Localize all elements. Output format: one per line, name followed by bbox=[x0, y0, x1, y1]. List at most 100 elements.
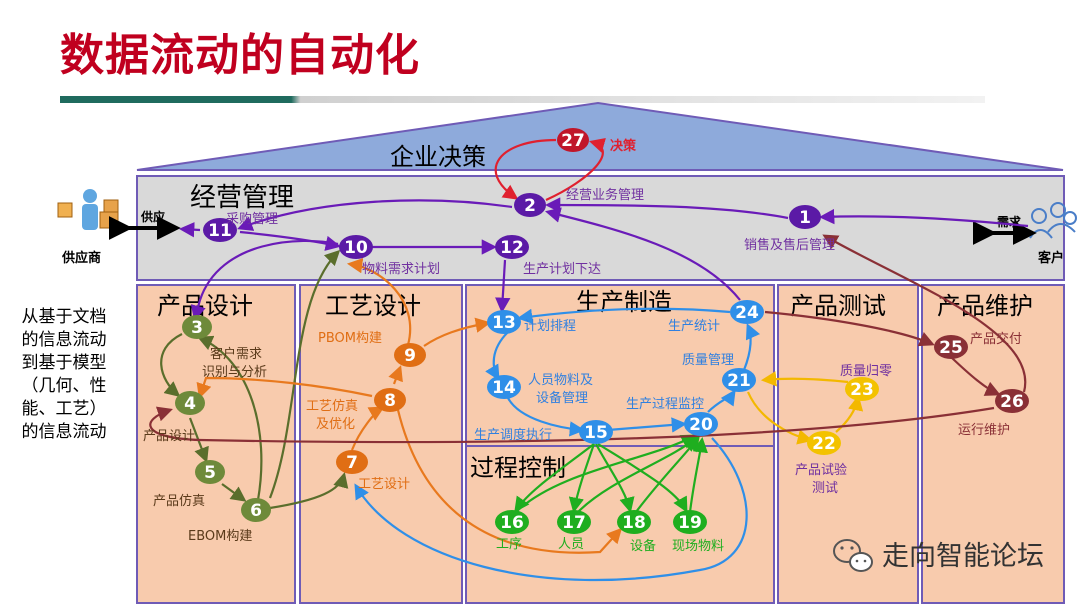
node-4: 4 bbox=[175, 391, 205, 415]
label-node-16: 工序 bbox=[496, 537, 522, 552]
node-15: 15 bbox=[579, 420, 613, 444]
side-note-line: 能、工艺） bbox=[21, 399, 107, 419]
svg-text:25: 25 bbox=[939, 338, 963, 358]
node-17: 17 bbox=[557, 510, 591, 534]
label-node-25: 产品交付 bbox=[970, 331, 1022, 347]
label-node-8-a: 工艺仿真 bbox=[306, 399, 358, 414]
side-note-line: 的信息流动 bbox=[21, 422, 107, 442]
node-7: 7 bbox=[336, 450, 368, 474]
label-node-14-b: 设备管理 bbox=[536, 390, 588, 406]
node-9: 9 bbox=[394, 343, 426, 367]
node-12: 12 bbox=[495, 235, 529, 259]
svg-text:13: 13 bbox=[492, 313, 516, 333]
side-note: 从基于文档 的信息流动 到基于模型 （几何、性 能、工艺） 的信息流动 bbox=[8, 306, 120, 444]
node-21: 21 bbox=[722, 368, 756, 392]
label-node-10: 物料需求计划 bbox=[362, 262, 440, 277]
svg-text:10: 10 bbox=[344, 238, 368, 258]
label-node-4: 产品设计 bbox=[143, 429, 195, 444]
svg-text:6: 6 bbox=[250, 501, 262, 521]
supplier-label: 供应商 bbox=[61, 250, 101, 266]
label-node-15: 生产调度执行 bbox=[474, 427, 552, 443]
node-11: 11 bbox=[203, 218, 237, 242]
svg-text:18: 18 bbox=[622, 513, 646, 533]
label-node-2: 经营业务管理 bbox=[566, 187, 644, 203]
label-node-11: 采购管理 bbox=[226, 211, 278, 227]
product-design-label: 产品设计 bbox=[157, 292, 253, 320]
roof bbox=[136, 101, 1064, 171]
svg-text:11: 11 bbox=[208, 221, 232, 241]
node-27: 27 bbox=[557, 128, 589, 152]
svg-text:23: 23 bbox=[850, 380, 874, 400]
node-14: 14 bbox=[487, 375, 521, 399]
label-node-27: 决策 bbox=[610, 138, 637, 154]
node-26: 26 bbox=[995, 389, 1029, 413]
node-19: 19 bbox=[673, 510, 707, 534]
svg-text:3: 3 bbox=[191, 318, 203, 338]
node-24: 24 bbox=[730, 300, 764, 324]
label-node-3-b: 识别与分析 bbox=[202, 365, 267, 380]
label-node-5: 产品仿真 bbox=[153, 494, 205, 509]
node-3: 3 bbox=[182, 315, 212, 339]
label-node-19: 现场物料 bbox=[672, 539, 724, 554]
label-node-7: 工艺设计 bbox=[358, 477, 410, 492]
footer-brand: 走向智能论坛 bbox=[882, 541, 1044, 572]
label-node-13: 计划排程 bbox=[524, 319, 576, 334]
svg-text:5: 5 bbox=[204, 463, 216, 483]
svg-text:1: 1 bbox=[799, 208, 811, 228]
side-note-line: （几何、性 bbox=[21, 376, 107, 396]
svg-text:20: 20 bbox=[689, 415, 713, 435]
svg-text:22: 22 bbox=[812, 434, 836, 454]
label-node-22-b: 测试 bbox=[812, 481, 838, 496]
side-note-line: 的信息流动 bbox=[21, 330, 107, 350]
label-node-17: 人员 bbox=[558, 537, 584, 552]
node-labels: 决策 经营业务管理 销售及售后管理 采购管理 物料需求计划 生产计划下达 客户需… bbox=[143, 138, 1022, 554]
node-10: 10 bbox=[339, 235, 373, 259]
label-node-1: 销售及售后管理 bbox=[744, 237, 835, 253]
svg-text:16: 16 bbox=[500, 513, 524, 533]
label-node-14-a: 人员物料及 bbox=[528, 373, 593, 388]
label-node-3-a: 客户需求 bbox=[210, 346, 262, 362]
flow-connectors bbox=[149, 137, 1029, 582]
svg-text:27: 27 bbox=[561, 131, 585, 151]
label-node-22-a: 产品试验 bbox=[795, 462, 847, 478]
node-2: 2 bbox=[514, 193, 546, 217]
demand-label: 需求 bbox=[997, 214, 1022, 229]
business-label: 经营管理 bbox=[190, 183, 294, 213]
node-25: 25 bbox=[934, 335, 968, 359]
product-maintenance-label: 产品维护 bbox=[937, 292, 1033, 320]
label-node-18: 设备 bbox=[630, 538, 656, 554]
label-node-26: 运行维护 bbox=[958, 423, 1010, 438]
label-node-8-b: 及优化 bbox=[316, 417, 355, 432]
svg-text:15: 15 bbox=[584, 423, 608, 443]
label-node-20: 生产过程监控 bbox=[626, 397, 704, 412]
process-control-label: 过程控制 bbox=[470, 454, 566, 482]
node-20: 20 bbox=[684, 412, 718, 436]
label-node-23: 质量归零 bbox=[840, 364, 892, 379]
side-note-line: 从基于文档 bbox=[21, 307, 107, 327]
svg-text:24: 24 bbox=[735, 303, 759, 323]
node-16: 16 bbox=[495, 510, 529, 534]
node-layer: 27 2 1 11 10 12 3 4 5 6 7 8 9 13 14 15 2… bbox=[175, 128, 1029, 534]
svg-text:14: 14 bbox=[492, 378, 516, 398]
node-8: 8 bbox=[374, 388, 406, 412]
node-22: 22 bbox=[807, 431, 841, 455]
svg-text:19: 19 bbox=[678, 513, 702, 533]
label-node-9: PBOM构建 bbox=[318, 331, 382, 346]
svg-text:21: 21 bbox=[727, 371, 751, 391]
business-band bbox=[136, 175, 1065, 281]
svg-text:4: 4 bbox=[184, 394, 196, 414]
label-node-24: 生产统计 bbox=[668, 319, 720, 334]
node-1: 1 bbox=[789, 205, 821, 229]
wechat-icon bbox=[833, 539, 873, 572]
node-23: 23 bbox=[845, 377, 879, 401]
svg-text:17: 17 bbox=[562, 513, 586, 533]
supplier-icon bbox=[57, 189, 119, 230]
node-18: 18 bbox=[617, 510, 651, 534]
label-node-6: EBOM构建 bbox=[188, 529, 252, 544]
svg-text:8: 8 bbox=[384, 391, 396, 411]
svg-text:2: 2 bbox=[524, 196, 536, 216]
svg-text:7: 7 bbox=[346, 453, 358, 473]
svg-text:26: 26 bbox=[1000, 392, 1024, 412]
panel-product-design bbox=[136, 284, 296, 604]
